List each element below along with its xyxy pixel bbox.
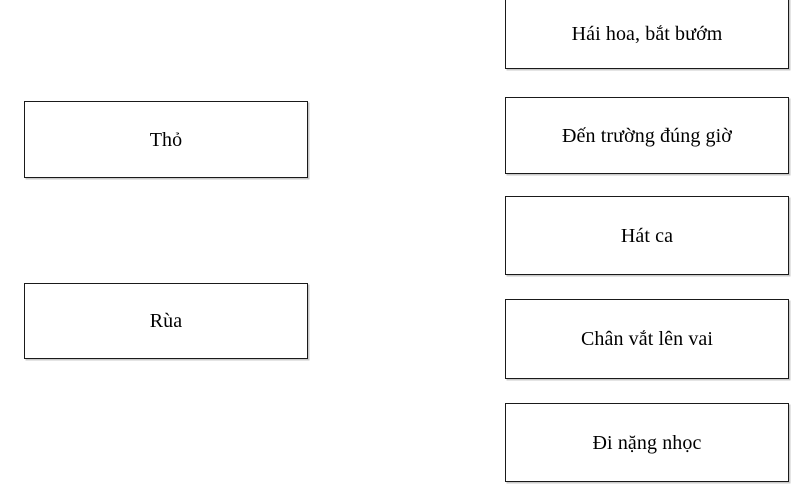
match-box-right-2-label: Hát ca (620, 224, 674, 247)
match-box-left-0[interactable]: Thỏ (24, 101, 308, 178)
match-box-right-0[interactable]: Hái hoa, bắt bướm (505, 0, 789, 69)
match-box-left-1-label: Rùa (149, 310, 183, 332)
match-box-right-2[interactable]: Hát ca (505, 196, 789, 275)
match-box-right-1-label: Đến trường đúng giờ (562, 124, 732, 147)
match-box-right-4[interactable]: Đi nặng nhọc (505, 403, 789, 482)
match-box-left-0-label: Thỏ (149, 128, 183, 151)
match-box-right-4-label: Đi nặng nhọc (592, 431, 702, 454)
match-box-left-1[interactable]: Rùa (24, 283, 308, 359)
match-box-right-3-label: Chân vắt lên vai (580, 328, 714, 350)
match-box-right-0-label: Hái hoa, bắt bướm (571, 22, 723, 45)
match-box-right-3[interactable]: Chân vắt lên vai (505, 299, 789, 379)
match-box-right-1[interactable]: Đến trường đúng giờ (505, 97, 789, 174)
